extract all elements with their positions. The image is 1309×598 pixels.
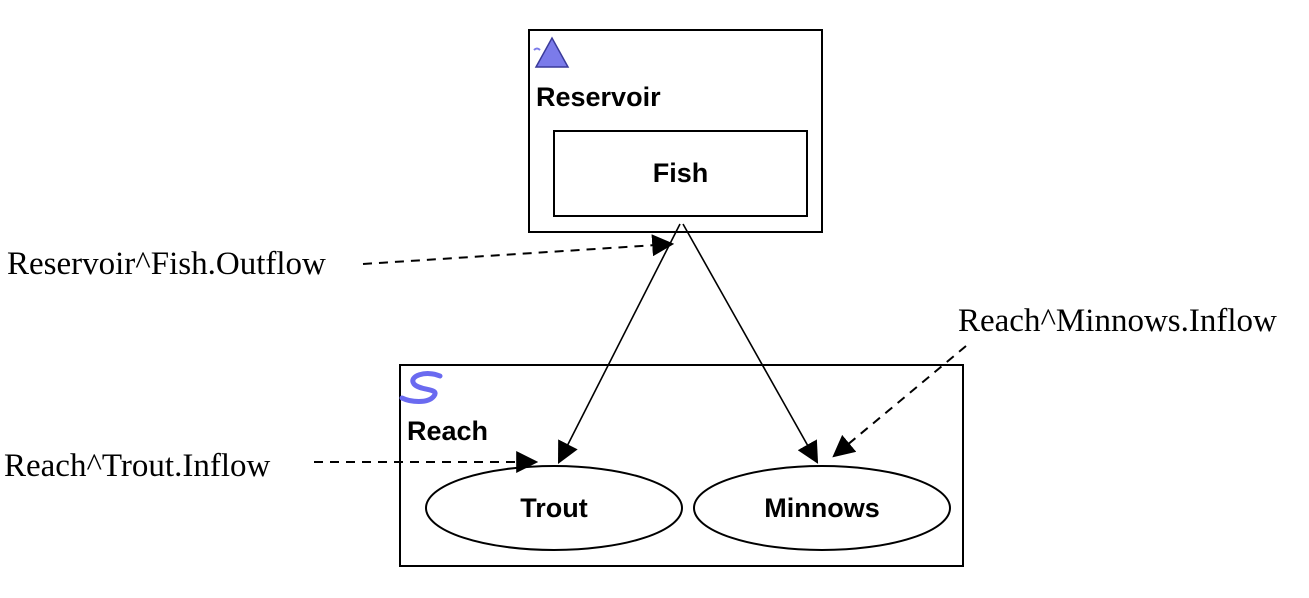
fish-label: Fish (653, 158, 709, 188)
pointer-fish-outflow (362, 234, 675, 265)
trout-label: Trout (520, 493, 588, 523)
annotation-minnows-inflow: Reach^Minnows.Inflow (958, 303, 1277, 339)
reservoir-triangle-icon (533, 36, 570, 68)
fish-node[interactable]: Fish (553, 130, 808, 217)
minnows-node[interactable]: Minnows (693, 465, 951, 551)
edge-fish-to-trout (558, 223, 681, 464)
minnows-label: Minnows (764, 493, 880, 523)
reservoir-label: Reservoir (536, 82, 661, 112)
annotation-trout-inflow: Reach^Trout.Inflow (4, 448, 270, 484)
reach-label: Reach (407, 416, 488, 446)
trout-node[interactable]: Trout (425, 465, 683, 551)
annotation-fish-outflow: Reservoir^Fish.Outflow (7, 246, 326, 282)
edge-fish-to-minnows (682, 223, 819, 464)
reach-s-icon (399, 371, 443, 404)
pointer-minnows-inflow (832, 345, 967, 458)
